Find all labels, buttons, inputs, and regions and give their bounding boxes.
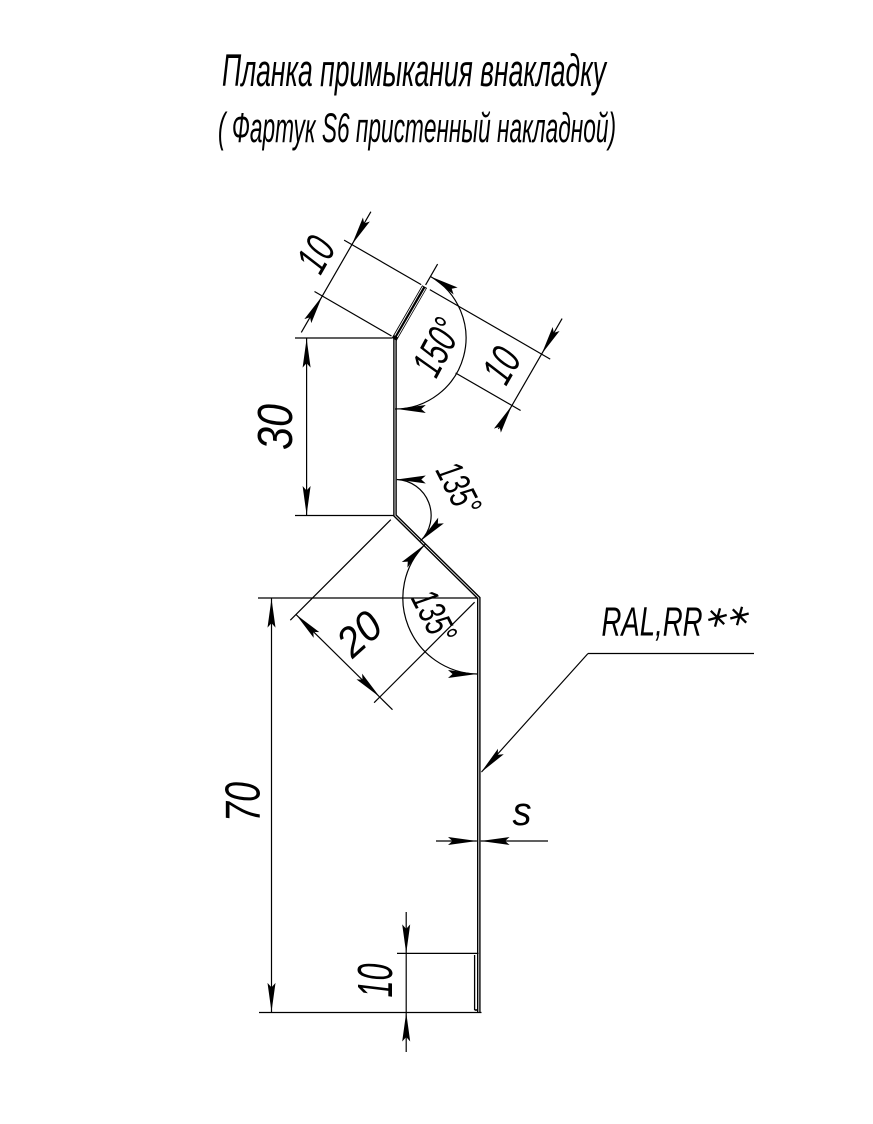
- svg-text:30: 30: [249, 404, 303, 450]
- svg-text:s: s: [513, 790, 532, 834]
- svg-text:Планка примыкания внакладку: Планка примыкания внакладку: [222, 45, 607, 96]
- svg-text:10: 10: [349, 964, 403, 998]
- svg-text:RAL,RR: RAL,RR: [602, 599, 703, 645]
- svg-text:70: 70: [217, 782, 271, 822]
- svg-text:( Фартук S6 пристенный накладн: ( Фартук S6 пристенный накладной): [218, 104, 616, 151]
